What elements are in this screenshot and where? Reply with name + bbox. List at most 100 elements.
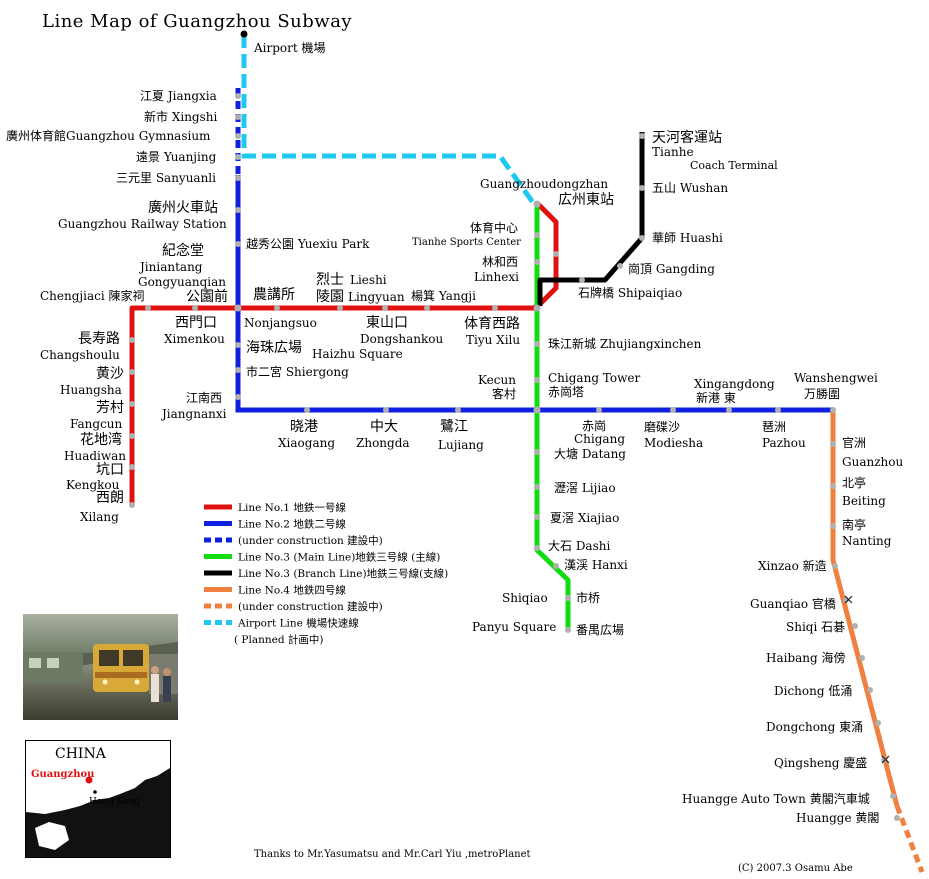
label: 新市 Xingshi — [144, 109, 217, 124]
label: Jiniantang — [138, 260, 203, 274]
label: 西門口 — [175, 315, 217, 331]
label: 大塘 Datang — [554, 446, 626, 461]
line4-x-marks — [844, 595, 890, 764]
label: 廣州体育館Guangzhou Gymnasium — [6, 128, 211, 143]
label: Chigang Tower — [548, 371, 640, 385]
label: 珠江新城 Zhujiangxinchen — [548, 336, 702, 351]
label: Kecun — [478, 373, 516, 387]
label: Tianhe — [652, 145, 694, 159]
label: Gongyuanqian — [138, 275, 226, 289]
inset-country: CHINA — [55, 746, 107, 762]
label: 三元里 Sanyuanli — [116, 171, 216, 185]
train-photo-image — [23, 614, 178, 720]
label: 長寿路 — [78, 330, 120, 347]
label: Nonjangsuo — [244, 316, 317, 330]
label: Chigang — [574, 432, 625, 446]
inset-city: Guangzhou — [31, 769, 94, 780]
label: Huangsha — [60, 383, 122, 397]
label: 廣州火車站 — [148, 199, 218, 216]
label: 体育中心 — [470, 220, 518, 235]
label: Beiting — [842, 494, 886, 508]
label: Dichong 低涌 — [774, 684, 852, 698]
label: 磨碟沙 — [644, 420, 680, 434]
label: 夏滘 Xiajiao — [550, 511, 619, 525]
label: 烈士 — [316, 272, 344, 288]
label: 市二宮 Shiergong — [246, 364, 349, 379]
label: Haibang 海傍 — [766, 650, 846, 665]
label: Xinzao 新造 — [758, 558, 827, 573]
label: Airport 機場 — [253, 40, 326, 55]
legend-label: ( Planned 計画中) — [234, 633, 324, 646]
line2 — [235, 175, 833, 413]
label: Tiyu Xilu — [466, 333, 520, 347]
label: 天河客運站 — [652, 129, 722, 146]
label: Guanqiao 官橋 — [750, 596, 836, 611]
label: 瀝滘 Lijiao — [554, 480, 616, 495]
label: Huangge Auto Town 黄閣汽車城 — [682, 791, 870, 806]
label: Lujiang — [438, 438, 484, 452]
label: 海珠広場 — [246, 340, 302, 356]
legend-label: (under construction 建設中) — [238, 534, 383, 547]
label: Ximenkou — [164, 332, 225, 346]
label: 赤崗塔 — [548, 385, 584, 399]
label: 鷺江 — [440, 419, 468, 435]
line4-construction — [894, 805, 925, 873]
label: 公園前 — [186, 288, 228, 305]
label: Haizhu Square — [312, 347, 403, 361]
label: Huadiwan — [64, 449, 126, 463]
label: 体育西路 — [464, 316, 520, 332]
label: Lingyuan — [348, 290, 405, 304]
label: Guangzhou Railway Station — [58, 217, 227, 231]
station-dots — [129, 30, 900, 821]
label: Kengkou — [66, 478, 120, 492]
label: 官洲 — [842, 435, 866, 450]
china-inset-map: CHINA Guangzhou Hong Kong — [25, 740, 171, 858]
label: 広州東站 — [558, 192, 614, 208]
label: 赤崗 — [582, 419, 606, 433]
label: Nanting — [842, 534, 892, 548]
legend-label: Line No.3 (Branch Line)地鉄三号線(支線) — [238, 567, 448, 580]
label: Dongshankou — [360, 332, 444, 346]
legend-label: Line No.3 (Main Line)地鉄三号線 (主線) — [238, 551, 440, 564]
label: Guanzhou — [842, 455, 903, 469]
legend-label: (under construction 建設中) — [238, 600, 383, 613]
label: 市桥 — [576, 590, 600, 605]
label: 漢渓 Hanxi — [564, 558, 628, 572]
label: 中大 — [370, 419, 398, 435]
station-labels: Airport 機場 江夏 Jiangxia 新市 Xingshi 廣州体育館G… — [6, 40, 903, 825]
label: 陵園 — [316, 289, 344, 305]
line4 — [830, 410, 900, 807]
label: Qingsheng 慶盛 — [774, 755, 867, 770]
label: 石牌橋 Shipaiqiao — [578, 286, 682, 300]
label: 番禺広場 — [576, 623, 624, 637]
label: Lieshi — [350, 273, 387, 287]
label: Fangcun — [70, 417, 123, 431]
label: 楊箕 Yangji — [411, 288, 476, 303]
label: Tianhe Sports Center — [412, 237, 521, 248]
label: Wanshengwei — [794, 371, 878, 385]
thanks-text: Thanks to Mr.Yasumatsu and Mr.Carl Yiu ,… — [254, 849, 531, 860]
label: Chengjiaci 陳家祠 — [40, 288, 145, 303]
label: 新港 東 — [696, 390, 736, 405]
label: 坑口 — [96, 462, 124, 478]
label: 万勝圍 — [804, 386, 840, 401]
label: 華師 Huashi — [652, 231, 723, 245]
label: 五山 Wushan — [652, 181, 728, 195]
label: 越秀公園 Yuexiu Park — [246, 237, 370, 251]
label: Modiesha — [644, 436, 703, 450]
label: Xiaogang — [278, 436, 335, 450]
label: 大石 Dashi — [548, 539, 610, 553]
label: 黄沙 — [96, 365, 124, 382]
legend-label: Airport Line 機場快速線 — [237, 617, 359, 630]
label: Xingangdong — [694, 377, 775, 391]
label: 北亭 — [842, 475, 866, 490]
label: 客村 — [492, 386, 516, 401]
label: Guangzhoudongzhan — [480, 177, 608, 191]
label: 芳村 — [96, 399, 124, 416]
label: Coach Terminal — [690, 159, 778, 172]
copyright-text: (C) 2007.3 Osamu Abe — [738, 863, 853, 874]
legend-label: Line No.2 地鉄二号線 — [238, 518, 346, 531]
label: Pazhou — [762, 436, 806, 450]
